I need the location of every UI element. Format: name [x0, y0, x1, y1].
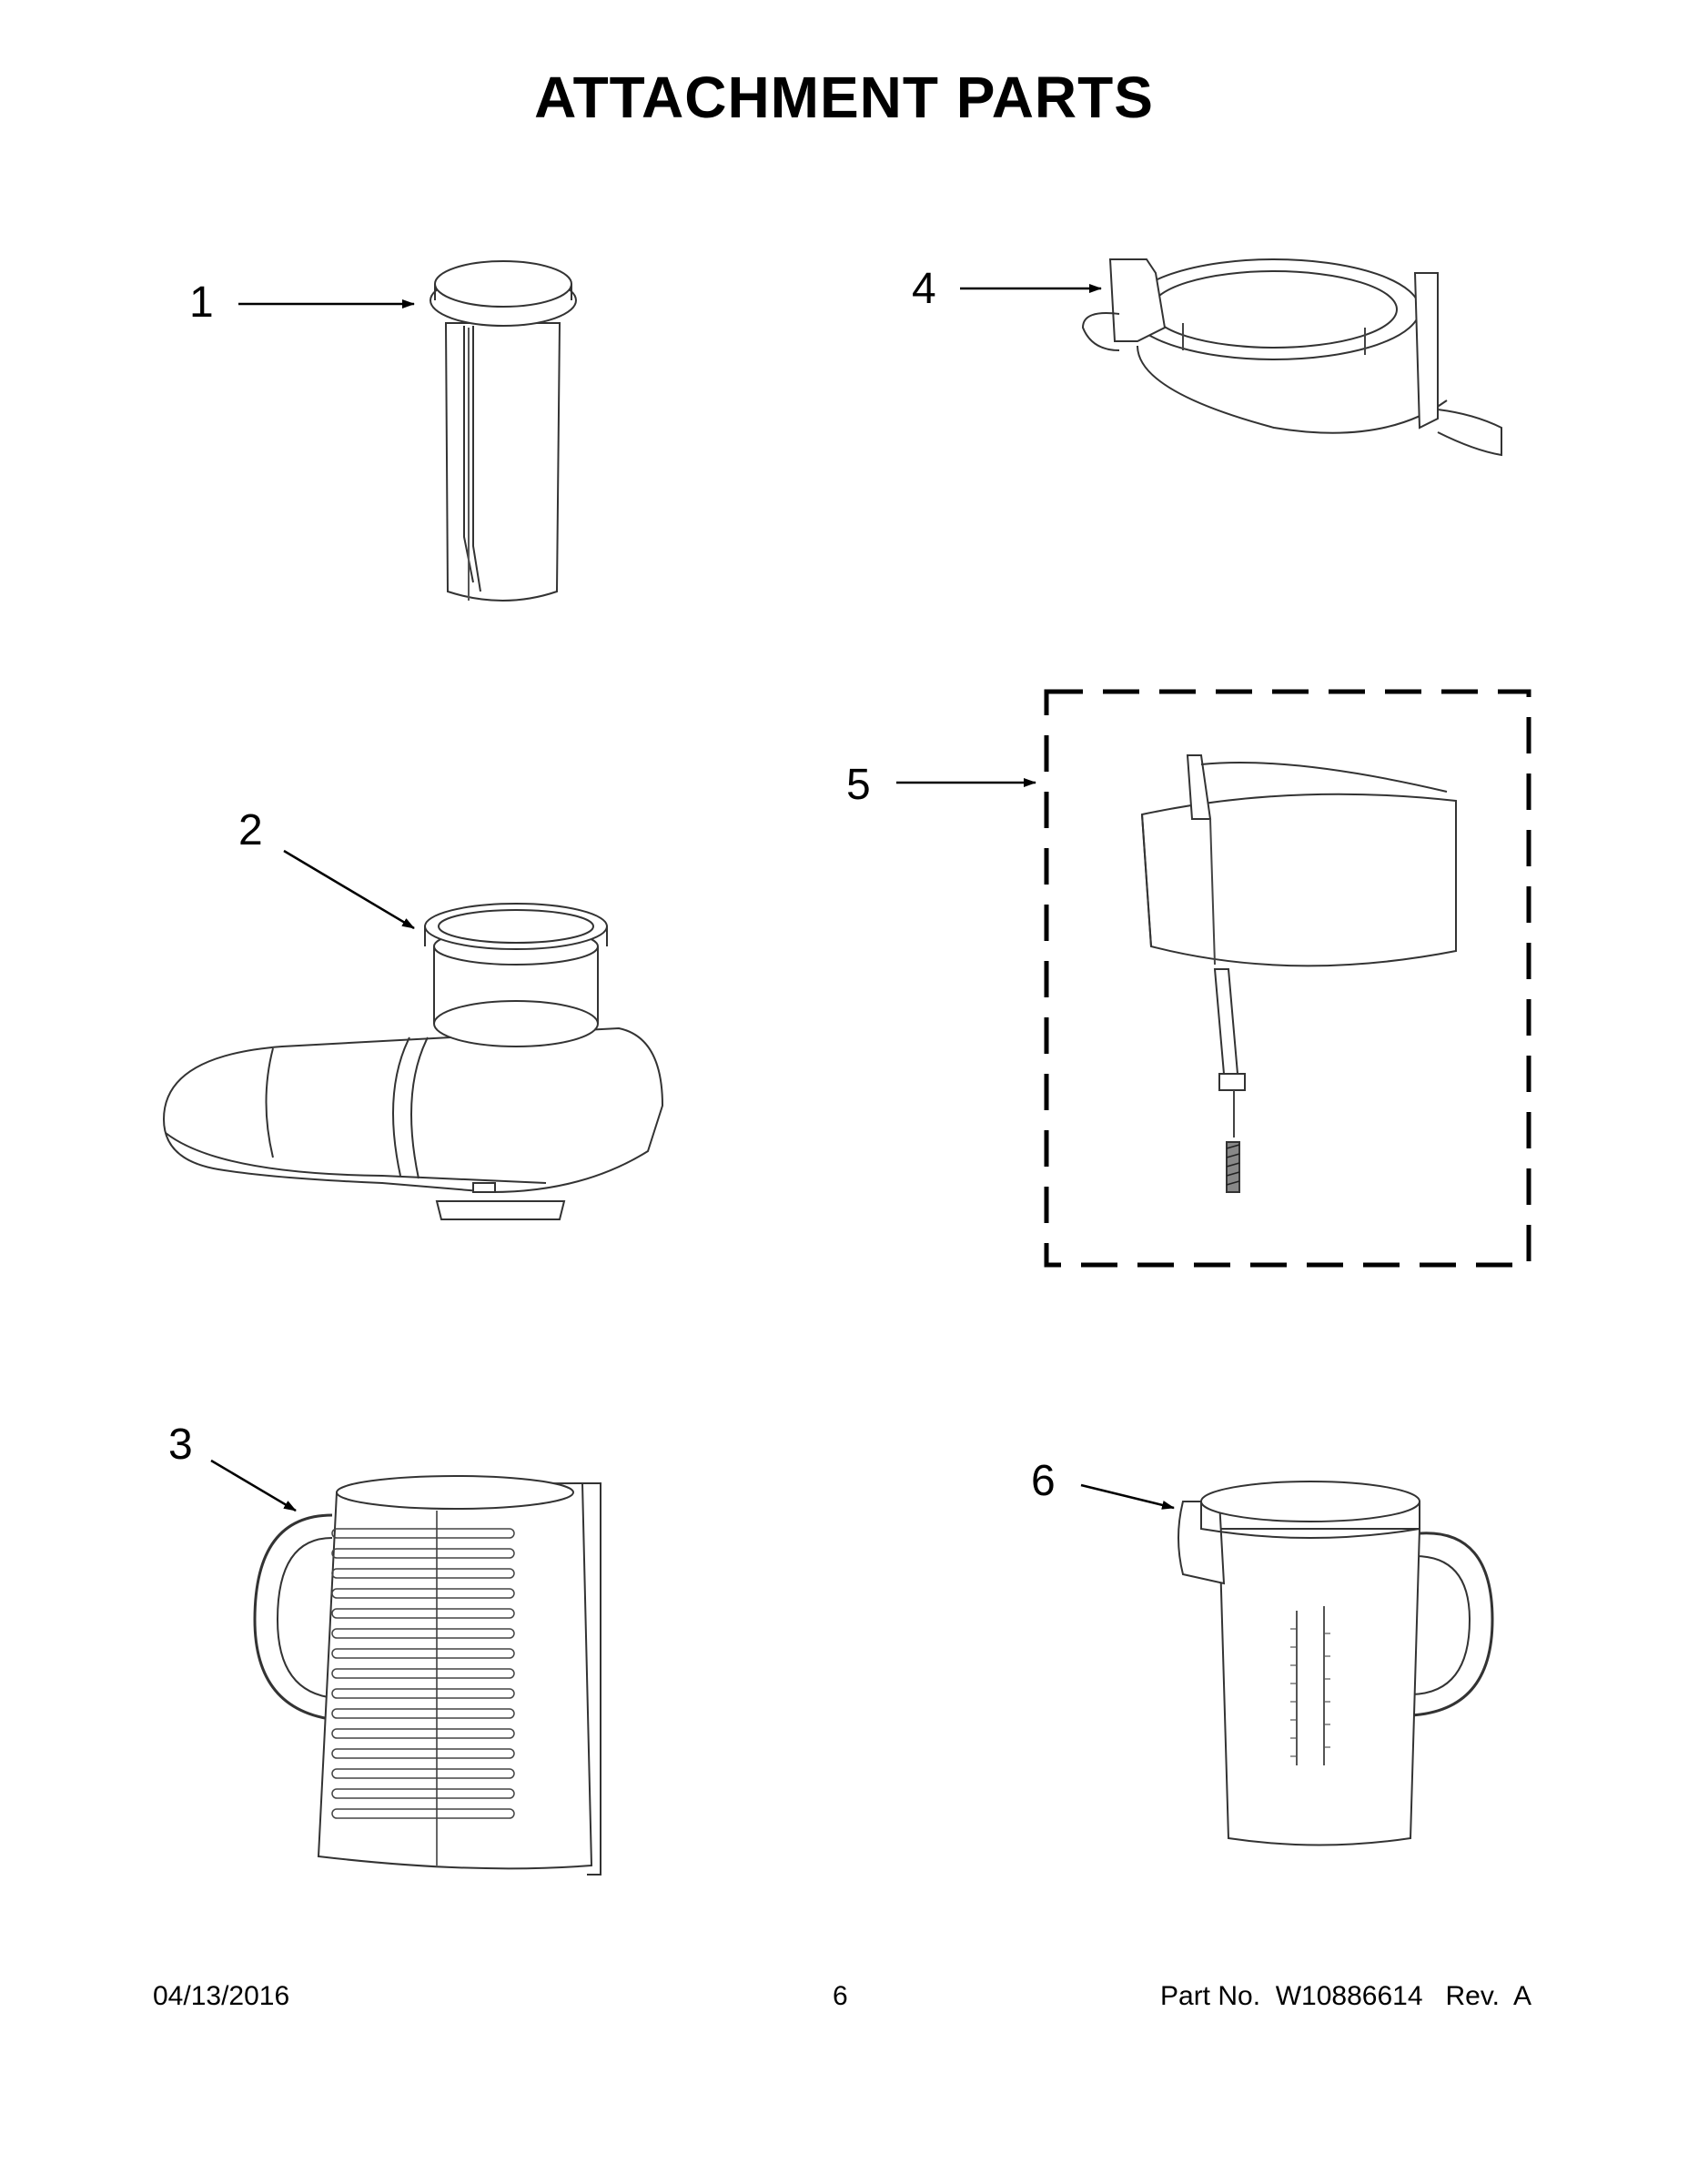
footer-date: 04/13/2016	[153, 1981, 290, 2011]
leader-arrow-2	[283, 849, 415, 930]
pulp-container-drawing	[253, 1475, 601, 1876]
callout-2: 2	[238, 806, 263, 854]
footer-page-number: 6	[833, 1981, 848, 2011]
callout-3: 3	[168, 1421, 193, 1469]
juice-jug-drawing	[1178, 1481, 1494, 1846]
leader-arrow-3	[210, 1459, 297, 1512]
leader-arrow-6	[1080, 1483, 1175, 1510]
page-title: ATTACHMENT PARTS	[534, 65, 1154, 130]
callout-4: 4	[912, 265, 936, 313]
pulp-ejector-drawing	[1140, 754, 1457, 1193]
callout-1: 1	[189, 278, 214, 327]
cover-drawing	[162, 903, 664, 1220]
food-pusher-drawing	[430, 260, 577, 602]
callout-6: 6	[1031, 1457, 1056, 1505]
callout-5: 5	[846, 761, 871, 809]
footer-part-info: Part No. W10886614 Rev. A	[1160, 1981, 1531, 2011]
bowl-ring-drawing	[1081, 258, 1502, 457]
assembly-box	[1044, 689, 1531, 1268]
